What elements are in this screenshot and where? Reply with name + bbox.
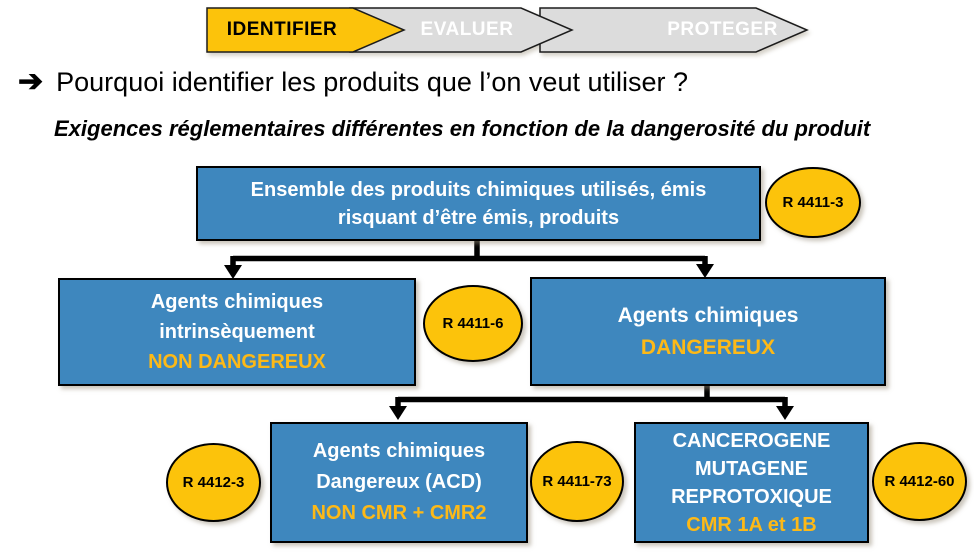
box-cmr-line2: MUTAGENE	[695, 457, 808, 480]
box-acd-line1: Agents chimiques	[312, 440, 486, 462]
box-cmr: CANCEROGENE MUTAGENE REPROTOXIQUE CMR 1A…	[634, 422, 869, 543]
connector-dangereux-to-row3	[389, 385, 794, 420]
badge-r4411-6: R 4411-6	[423, 285, 523, 362]
step-label-evaluer[interactable]: EVALUER	[420, 19, 514, 40]
step-nav	[206, 7, 809, 53]
box-cmr-highlight: CMR 1A et 1B	[686, 513, 817, 536]
step-arrow-proteger[interactable]	[539, 7, 809, 53]
page-subtitle: Exigences réglementaires différentes en …	[54, 116, 871, 141]
page-title-text: Pourquoi identifier les produits que l’o…	[56, 67, 689, 97]
step-label-proteger[interactable]: PROTEGER	[667, 19, 778, 40]
step-arrow-identifier[interactable]	[206, 7, 406, 53]
badge-r4412-60: R 4412-60	[872, 442, 967, 521]
box-cmr-line3: REPROTOXIQUE	[671, 485, 832, 508]
box-non-dangereux: Agents chimiques intrinsèquement NON DAN…	[58, 278, 416, 386]
box-acd: Agents chimiques Dangereux (ACD) NON CMR…	[270, 422, 528, 543]
box-acd-line2: Dangereux (ACD)	[316, 471, 482, 493]
connector-root-to-row2	[224, 240, 714, 279]
step-label-identifier[interactable]: IDENTIFIER	[226, 19, 338, 40]
box-non-dangereux-line1: Agents chimiques	[150, 291, 324, 313]
box-ensemble-produits: Ensemble des produits chimiques utilisés…	[196, 166, 761, 241]
box-acd-highlight: NON CMR + CMR2	[311, 502, 487, 524]
badge-r4411-3: R 4411-3	[765, 167, 861, 238]
page-title: ➔ Pourquoi identifier les produits que l…	[18, 66, 688, 98]
box-dangereux: Agents chimiques DANGEREUX	[530, 277, 886, 386]
box-dangereux-line1: Agents chimiques	[617, 303, 799, 327]
box-cmr-line1: CANCEROGENE	[672, 429, 831, 452]
box-dangereux-highlight: DANGEREUX	[640, 335, 776, 359]
heavy-arrow-icon: ➔	[18, 65, 44, 99]
box-ensemble-line1: Ensemble des produits chimiques utilisés…	[250, 178, 707, 201]
box-non-dangereux-line2: intrinsèquement	[159, 321, 315, 343]
box-ensemble-line2: risquant d’être émis, produits	[337, 206, 620, 229]
badge-r4411-73: R 4411-73	[530, 441, 624, 522]
badge-r4412-3: R 4412-3	[166, 443, 261, 522]
box-non-dangereux-highlight: NON DANGEREUX	[148, 351, 326, 373]
